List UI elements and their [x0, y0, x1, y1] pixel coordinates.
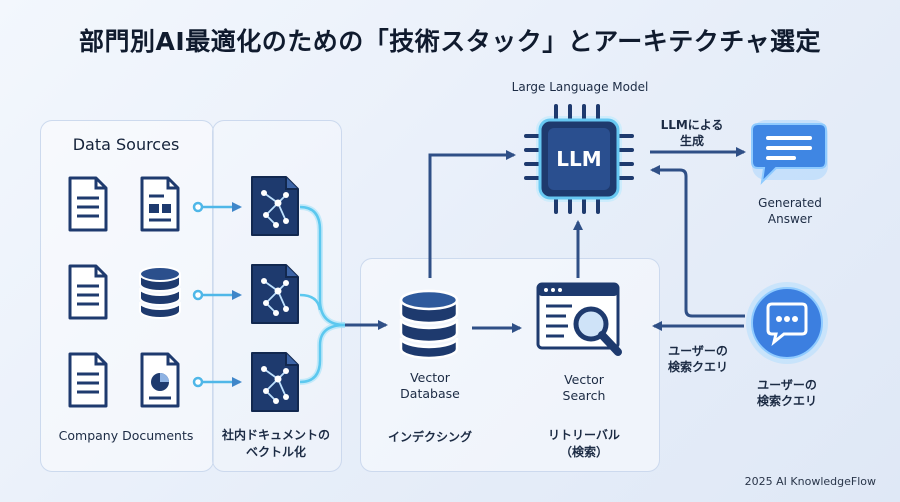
navy-flow-arrows [345, 147, 746, 333]
chart-document-icon [140, 352, 180, 408]
query-arrow-label-line2: 検索クエリ [667, 360, 728, 374]
user-query-bubble-icon [746, 282, 828, 364]
vector-search-label-line2: Search [562, 388, 606, 403]
vectorize-caption-line2: ベクトル化 [245, 445, 306, 459]
vector-network-icon [251, 352, 299, 412]
retrieval-step-line2: （検索） [559, 445, 608, 459]
llm-chip-label: LLM [556, 147, 602, 171]
chat-bubble-icon [751, 120, 828, 185]
merge-lines [299, 204, 346, 385]
generated-answer-line2: Answer [767, 212, 813, 226]
llm-top-label: Large Language Model [511, 80, 649, 94]
vector-database-label-line2: Database [400, 386, 460, 401]
query-arrow-label-line1: ユーザーの [668, 344, 728, 358]
database-icon [139, 266, 181, 319]
company-documents-caption: Company Documents [58, 428, 194, 443]
source-to-vectorize-arrows [192, 201, 242, 388]
layout-document-icon [140, 176, 180, 232]
footer-credit: 2025 AI KnowledgeFlow [744, 475, 876, 488]
vector-database-icon [399, 289, 459, 360]
vector-search-label-line1: Vector [564, 372, 604, 387]
document-icon [68, 352, 108, 408]
vector-network-icon [251, 176, 299, 236]
vector-database-label-line1: Vector [410, 370, 450, 385]
query-icon-label-line2: 検索クエリ [756, 394, 817, 408]
document-icon [68, 264, 108, 320]
llm-generation-line2: 生成 [679, 134, 704, 148]
vectorize-caption-line1: 社内ドキュメントの [221, 428, 330, 442]
vector-network-icon [251, 264, 299, 324]
document-icon [68, 176, 108, 232]
retrieval-step-line1: リトリーバル [548, 428, 620, 442]
vector-search-icon [536, 282, 622, 356]
llm-generation-line1: LLMによる [660, 118, 724, 132]
llm-chip-icon [524, 104, 634, 214]
page-title: 部門別AI最適化のための「技術スタック」とアーキテクチャ選定 [79, 27, 821, 56]
query-icon-label-line1: ユーザーの [757, 378, 817, 392]
data-sources-heading: Data Sources [72, 135, 180, 154]
indexing-step-label: インデクシング [387, 430, 472, 444]
generated-answer-line1: Generated [758, 196, 822, 210]
